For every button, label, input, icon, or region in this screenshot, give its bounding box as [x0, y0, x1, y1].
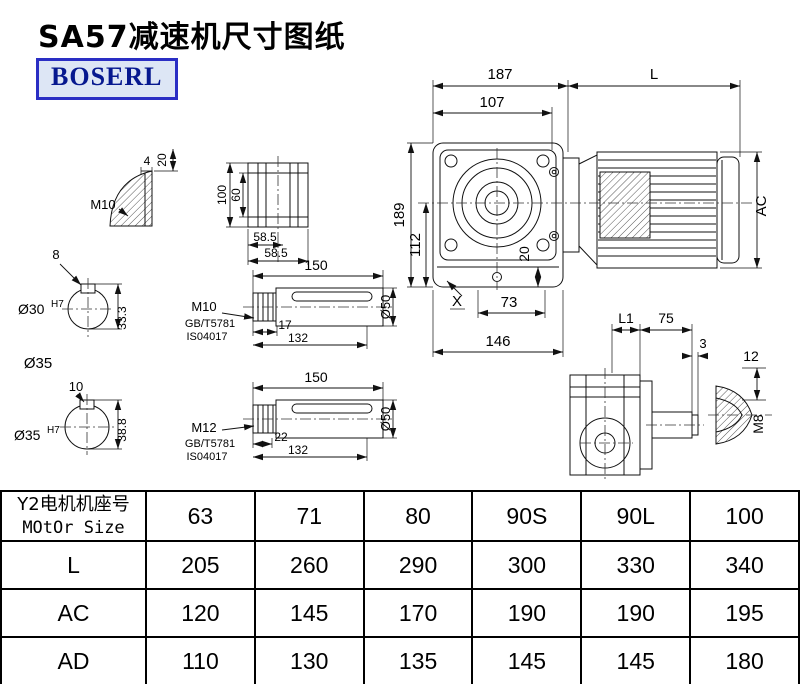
table-cell: 340	[689, 540, 800, 590]
table-cell: 130	[253, 636, 365, 684]
dim-187: 187	[487, 66, 512, 83]
dim-L1: L1	[618, 310, 634, 326]
table-cell: 71	[253, 490, 365, 542]
table-cell: 170	[362, 588, 474, 638]
bore30-tolerance: H7	[51, 299, 64, 310]
dim-3: 3	[699, 336, 706, 351]
brand-logo: BOSERL	[36, 58, 178, 100]
table-cell: 190	[580, 588, 692, 638]
key-section-detail	[109, 149, 178, 227]
shaft1-thread-len: 17	[278, 318, 292, 332]
bore30-key-depth: 33.3	[115, 306, 129, 330]
x-mark: X	[452, 293, 462, 310]
dim-146: 146	[485, 333, 510, 350]
note-d35: Ø35	[24, 355, 52, 372]
row-label-L: L	[0, 540, 147, 590]
row-label-AC: AC	[0, 588, 147, 638]
shaft2-thread-len: 22	[274, 430, 288, 444]
table-cell: 195	[689, 588, 800, 638]
dim-107: 107	[479, 94, 504, 111]
table-row-AC: AC 120 145 170 190 190 195	[0, 588, 800, 638]
dim-189: 189	[391, 202, 408, 227]
key-thread-label: M10	[90, 197, 115, 212]
shaft2-standard2: IS04017	[187, 451, 228, 463]
table-row-motor-size: Y2电机机座号 MOtOr Size 63 71 80 90S 90L 100	[0, 490, 800, 542]
table-cell: 145	[580, 636, 692, 684]
table-cell: 190	[471, 588, 583, 638]
table-cell: 100	[689, 490, 800, 542]
table-cell: 260	[253, 540, 365, 590]
dimension-table: Y2电机机座号 MOtOr Size 63 71 80 90S 90L 100 …	[0, 490, 800, 684]
table-cell: 110	[145, 636, 256, 684]
motor-size-header-cell: Y2电机机座号 MOtOr Size	[0, 490, 147, 542]
dim-20-foot: 20	[516, 246, 532, 262]
table-cell: 120	[145, 588, 256, 638]
shaft1-standard1: GB/T5781	[185, 318, 235, 330]
key-dim-4: 4	[144, 154, 151, 168]
dim-M8: M8	[750, 414, 766, 434]
table-cell: 63	[145, 490, 256, 542]
dim-73: 73	[501, 294, 518, 311]
table-row-AD: AD 110 130 135 145 145 180	[0, 636, 800, 684]
page-title: SA57减速机尺寸图纸	[38, 20, 346, 55]
dim-75: 75	[658, 310, 674, 326]
bore-35-detail	[60, 392, 122, 455]
table-cell: 145	[471, 636, 583, 684]
motor-size-label-en: MOtOr Size	[22, 518, 125, 538]
motor-front-view	[562, 151, 740, 269]
shaft-2-detail	[221, 382, 397, 461]
motor-size-label-cn: Y2电机机座号	[17, 494, 130, 515]
table-cell: 90L	[580, 490, 692, 542]
bore30-label: Ø30	[18, 301, 45, 317]
flange-dim-60: 60	[229, 188, 243, 202]
key-dim-20: 20	[155, 153, 169, 167]
shaft2-standard1: GB/T5781	[185, 438, 235, 450]
side-view-dimensions	[611, 324, 708, 415]
bore35-key-width: 10	[69, 379, 83, 394]
table-cell: 145	[253, 588, 365, 638]
shaft2-length: 150	[304, 369, 328, 385]
shaft-end-detail	[708, 367, 772, 445]
dim-L: L	[650, 66, 658, 83]
shaft-1-detail	[221, 270, 397, 349]
brand-text: BOSERL	[51, 62, 163, 91]
table-cell: 205	[145, 540, 256, 590]
shaft1-length: 150	[304, 257, 328, 273]
dim-112: 112	[407, 233, 424, 257]
bore30-key-width: 8	[52, 247, 59, 262]
bore35-label: Ø35	[14, 427, 41, 443]
flange-dim-585a: 58.5	[253, 230, 277, 244]
table-cell: 290	[362, 540, 474, 590]
shaft2-thread: M12	[191, 420, 216, 435]
table-cell: 180	[689, 636, 800, 684]
flange-detail	[226, 156, 309, 265]
bore35-tolerance: H7	[47, 425, 60, 436]
front-view-centerlines	[418, 148, 752, 290]
bore-30-detail	[59, 263, 122, 337]
side-view-centerlines	[580, 368, 704, 480]
flange-dim-100: 100	[215, 185, 229, 205]
table-cell: 90S	[471, 490, 583, 542]
table-cell: 300	[471, 540, 583, 590]
flange-dim-585b: 58.5	[264, 246, 288, 260]
table-cell: 80	[362, 490, 474, 542]
shaft2-diameter: Ø50	[378, 407, 393, 432]
technical-drawing: 187 L 107 189 112 AC 20 73 146 X	[14, 66, 772, 480]
shaft1-thread: M10	[191, 299, 216, 314]
shaft1-key-len: 132	[288, 331, 308, 345]
table-row-L: L 205 260 290 300 330 340	[0, 540, 800, 590]
shaft1-standard2: IS04017	[187, 331, 228, 343]
front-view-dimensions	[407, 80, 762, 357]
row-label-AD: AD	[0, 636, 147, 684]
shaft1-diameter: Ø50	[378, 295, 393, 320]
bore35-key-depth: 38.8	[115, 418, 129, 442]
gearbox-front-view	[432, 142, 564, 288]
shaft2-key-len: 132	[288, 443, 308, 457]
dim-12: 12	[743, 348, 759, 364]
table-cell: 135	[362, 636, 474, 684]
table-cell: 330	[580, 540, 692, 590]
gearbox-side-view	[569, 374, 699, 476]
dim-AC: AC	[753, 195, 770, 216]
